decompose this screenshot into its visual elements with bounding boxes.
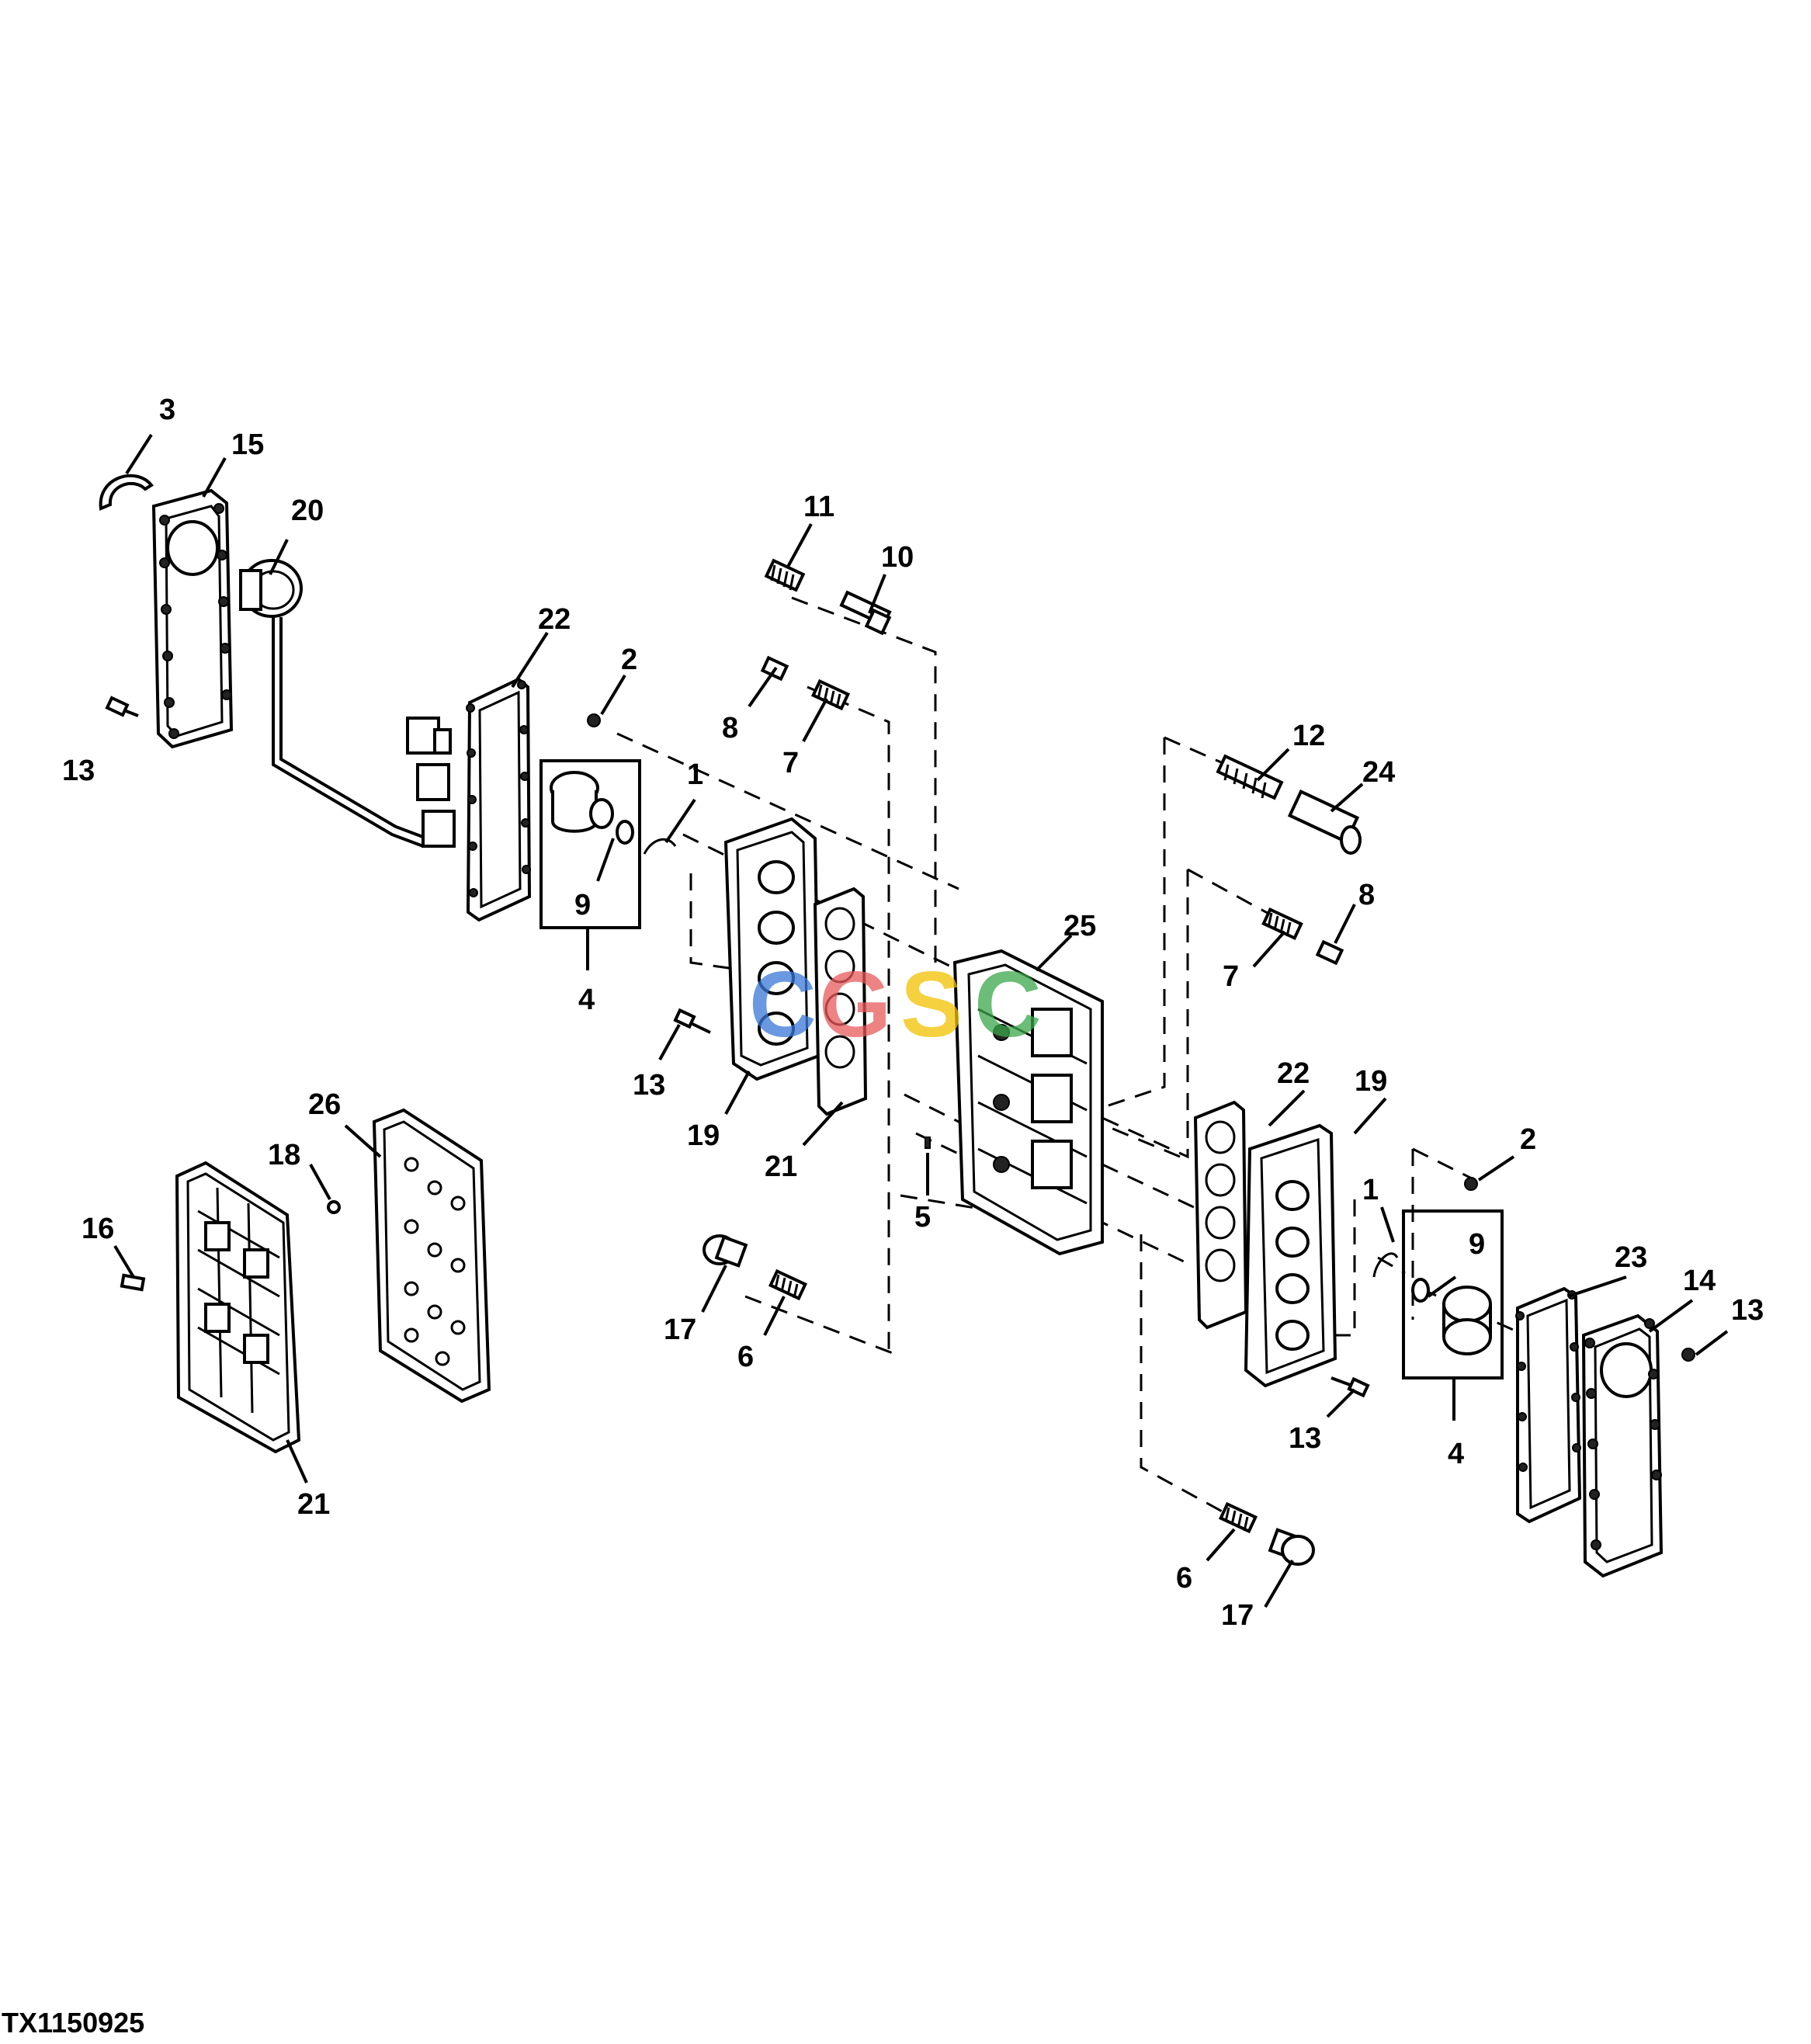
figure-id: TX1150925 — [2, 2007, 145, 2039]
callout-label: 12 — [1292, 720, 1325, 752]
part-valve-24 — [1287, 789, 1362, 855]
callout-label: 25 — [1063, 910, 1096, 942]
callout-label: 7 — [1223, 960, 1239, 993]
part-spring-6-left — [768, 1268, 808, 1301]
part-spring-11 — [764, 558, 806, 592]
callout-label: 19 — [1355, 1065, 1387, 1098]
callout-label: 23 — [1615, 1241, 1647, 1274]
callout-label: 11 — [803, 491, 834, 523]
part-pin-5 — [925, 1137, 931, 1149]
part-spring-12 — [1216, 754, 1284, 800]
part-clip-3 — [99, 474, 154, 511]
callout-label: 18 — [268, 1139, 300, 1171]
watermark-letter: G — [819, 953, 891, 1057]
part-end-cover-14 — [1581, 1314, 1664, 1578]
part-plug-17-left — [703, 1234, 748, 1268]
part-retainer-1-right — [1372, 1252, 1399, 1278]
callout-label: 14 — [1683, 1265, 1716, 1297]
callout-label: 4 — [1448, 1438, 1464, 1470]
callout-label: 22 — [1277, 1057, 1310, 1090]
callout-label: 8 — [1358, 879, 1375, 911]
callout-label: 21 — [765, 1150, 797, 1183]
callout-label: 13 — [62, 755, 95, 787]
part-bolt-13-c — [1330, 1376, 1370, 1398]
part-gasket-22-right — [1515, 1286, 1582, 1524]
callout-label: 10 — [881, 541, 914, 574]
part-spring-7-left — [810, 678, 851, 711]
callout-label: 3 — [159, 394, 175, 426]
callout-label: 9 — [574, 889, 591, 921]
part-bolt-13-a — [105, 696, 139, 717]
watermark-letter: C — [974, 953, 1042, 1057]
callout-leaders — [113, 433, 1729, 1608]
callout-label: 13 — [1731, 1294, 1764, 1327]
callout-label: 20 — [291, 495, 324, 527]
part-spring-7-right — [1261, 907, 1303, 941]
part-gasket-22-left — [466, 677, 532, 922]
part-spring-6-right — [1218, 1501, 1258, 1534]
callout-label: 7 — [782, 747, 799, 779]
part-plug-2-left — [587, 713, 601, 727]
callout-label: 16 — [82, 1213, 114, 1245]
callout-label: 1 — [687, 758, 703, 791]
part-bolt-16 — [120, 1273, 146, 1292]
part-wiring-harness-20 — [239, 559, 456, 848]
part-separator-plate-26 — [372, 1108, 491, 1404]
callout-label: 6 — [1176, 1562, 1192, 1595]
callout-label: 19 — [687, 1119, 720, 1152]
callout-label: 4 — [578, 984, 595, 1016]
part-valve-body-19-right — [1244, 1123, 1337, 1388]
callout-label: 8 — [722, 712, 738, 744]
callout-label: 21 — [297, 1488, 330, 1521]
part-bolt-13-d — [1681, 1348, 1695, 1362]
part-end-cover-15 — [151, 488, 234, 749]
part-gasket-21-left — [813, 887, 868, 1116]
callout-label: 1 — [1362, 1174, 1379, 1206]
part-plug-18 — [327, 1200, 341, 1214]
part-plug-2-right — [1464, 1177, 1478, 1191]
callout-label: 13 — [1289, 1422, 1321, 1455]
watermark-letter: C — [749, 953, 817, 1057]
callout-label: 17 — [664, 1314, 696, 1346]
part-gasket-21-right — [1193, 1100, 1248, 1330]
part-solenoid-9-right — [1411, 1278, 1492, 1355]
part-main-valve-body-25 — [952, 949, 1104, 1256]
callout-label: 24 — [1362, 756, 1395, 789]
callout-label: 15 — [231, 429, 264, 461]
callout-label: 22 — [538, 603, 571, 636]
part-plate-23 — [175, 1161, 301, 1454]
watermark-letter: S — [900, 953, 963, 1057]
callout-label: 5 — [914, 1201, 931, 1234]
part-solenoid-box-4-left — [539, 759, 641, 929]
part-bolt-13-b — [673, 1008, 711, 1034]
watermark-logo: C G S C — [749, 953, 1042, 1057]
part-plug-8-right — [1315, 939, 1344, 966]
callout-labels: 3 15 20 22 13 2 1 9 4 11 10 8 7 12 24 8 … — [62, 394, 1764, 1632]
part-valve-10 — [839, 590, 892, 636]
callout-label: 9 — [1469, 1228, 1485, 1261]
callout-label: 17 — [1221, 1599, 1254, 1632]
part-solenoid-9-left — [550, 771, 634, 845]
callout-label: 13 — [633, 1069, 665, 1102]
callout-label: 26 — [308, 1088, 341, 1121]
callout-label: 6 — [737, 1341, 754, 1373]
part-retainer-1-left — [643, 838, 677, 855]
callout-label: 2 — [621, 644, 637, 676]
part-plug-17-right — [1268, 1528, 1315, 1566]
callout-label: 2 — [1520, 1123, 1536, 1156]
